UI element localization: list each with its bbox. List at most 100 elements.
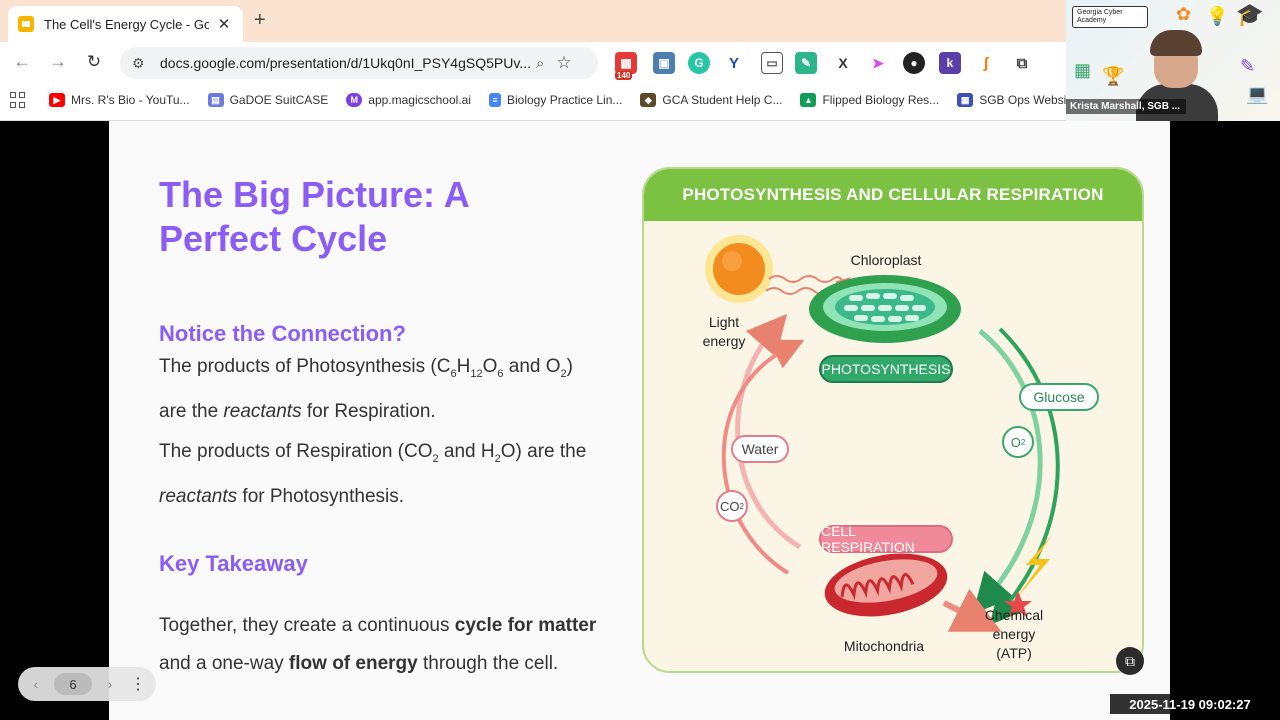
paragraph-respiration-products: The products of Respiration (CO2 and H2O… — [159, 433, 619, 516]
text-span: CO — [720, 498, 740, 514]
cell-respiration-label: CELL RESPIRATION — [819, 523, 953, 555]
subscript: 12 — [470, 367, 483, 380]
emphasis-text: reactants — [223, 400, 302, 422]
previous-slide-icon[interactable]: ‹ — [33, 676, 39, 692]
webcam-overlay: Georgia Cyber Academy ✿ 💡 🎓 ▦ 🏆 ✎ 💻 Kris… — [1066, 0, 1280, 121]
site-info-icon[interactable]: ⚙ — [132, 54, 145, 71]
chloroplast-icon — [809, 275, 961, 343]
browser-toolbar: ← → ↻ ⚙ docs.google.com/presentation/d/1… — [0, 42, 1066, 84]
extension-badge: 140 — [615, 71, 633, 80]
photosynthesis-label: PHOTOSYNTHESIS — [819, 355, 953, 383]
briefcase-icon: ▤ — [207, 93, 224, 107]
subscript: 2 — [494, 452, 501, 465]
kami-extension-icon[interactable]: k — [939, 52, 961, 74]
bookmarks-bar: ▶Mrs. R's Bio - YouTu... ▤ GaDOE SuitCASE… — [0, 84, 1076, 116]
bookmark-item[interactable]: ▲ Flipped Biology Res... — [800, 93, 939, 107]
bookmark-item[interactable]: ▤ GaDOE SuitCASE — [207, 93, 329, 107]
arrow-extension-icon[interactable]: ➤ — [867, 52, 889, 74]
back-button[interactable]: ← — [13, 52, 31, 71]
presentation-stage: The Big Picture: A Perfect Cycle Notice … — [0, 121, 1280, 720]
x-extension-icon[interactable]: X — [832, 52, 854, 74]
sites-icon: ▦ — [957, 93, 974, 107]
mitochondria-icon — [824, 553, 948, 617]
cast-extension-icon[interactable]: ▭ — [761, 52, 783, 74]
emphasis-text: reactants — [159, 485, 238, 507]
light-ray — [768, 275, 851, 295]
text-span: and a one-way — [159, 653, 289, 674]
laptop-icon: 💻 — [1246, 84, 1269, 104]
zoom-icon[interactable]: ⌕ — [536, 54, 545, 72]
grammarly-extension-icon[interactable]: G — [688, 52, 710, 74]
exit-fullscreen-icon[interactable]: ⧉ — [1116, 647, 1144, 675]
presenter-hair — [1150, 30, 1202, 56]
new-tab-button[interactable]: + — [254, 9, 266, 31]
trophy-icon: 🏆 — [1102, 66, 1125, 86]
subscript: 2 — [560, 367, 567, 380]
url-text[interactable]: docs.google.com/presentation/d/1Ukq0nI_P… — [160, 55, 530, 71]
reload-button[interactable]: ↻ — [86, 52, 102, 71]
takeaway-heading: Key Takeaway — [159, 551, 308, 576]
bold-text: cycle for matter — [454, 615, 597, 636]
pencil-icon: ✎ — [1240, 56, 1256, 76]
text-span: O — [1010, 434, 1021, 450]
bookmark-label: SGB Ops Website — [979, 93, 1077, 107]
slide-number-field[interactable]: 6 — [54, 673, 92, 695]
chemical-energy-label: Chemical energy (ATP) — [984, 607, 1044, 661]
bookmark-item[interactable]: ▦ SGB Ops Website — [957, 93, 1076, 107]
bookmark-item[interactable]: ◆GCA Student Help C... — [640, 93, 782, 107]
text-span: Together, they create a continuous — [159, 615, 455, 636]
energy-arrow — [942, 588, 1002, 632]
diagram-header: PHOTOSYNTHESIS AND CELLULAR RESPIRATION — [644, 169, 1142, 221]
drive-icon: ▲ — [800, 93, 817, 107]
subscript: 6 — [450, 367, 457, 380]
active-tab[interactable]: The Cell's Energy Cycle - Googl ✕ — [8, 6, 243, 42]
bookmark-item[interactable]: ▶Mrs. R's Bio - YouTu... — [49, 93, 190, 107]
text-span: for Respiration. — [301, 400, 436, 422]
bookmark-item[interactable]: ≡ Biology Practice Lin... — [489, 93, 622, 107]
text-span: H — [456, 356, 471, 377]
notes-extension-icon[interactable]: ✎ — [795, 52, 817, 74]
next-slide-icon[interactable]: › — [107, 676, 113, 692]
text-span: O) are the — [500, 441, 587, 462]
bookmark-label: Flipped Biology Res... — [822, 93, 940, 107]
text-span: and O — [503, 356, 561, 377]
forward-button[interactable]: → — [49, 52, 67, 71]
tab-close-icon[interactable]: ✕ — [217, 16, 231, 33]
extensions-puzzle-icon[interactable]: ⧉ — [1011, 52, 1033, 74]
light-energy-label: Light energy — [702, 314, 746, 349]
address-bar[interactable]: ⚙ docs.google.com/presentation/d/1Ukq0nI… — [120, 47, 598, 79]
text-span: The products of Respiration (CO — [159, 441, 433, 462]
glucose-label: Glucose — [1019, 383, 1099, 411]
lightbulb-icon: 💡 — [1206, 6, 1229, 26]
text-span: and H — [438, 441, 495, 462]
vpn-extension-icon[interactable]: Y — [723, 52, 745, 74]
docs-icon: ≡ — [489, 93, 501, 107]
record-extension-icon[interactable]: ● — [903, 52, 925, 74]
notice-heading: Notice the Connection? — [159, 321, 406, 346]
co2-arrow — [721, 339, 805, 575]
more-options-icon[interactable]: ⋮ — [130, 676, 146, 693]
calendar-extension-icon[interactable]: ▦140 — [615, 52, 637, 80]
slide-pager: ‹ 6 › ⋮ — [18, 667, 156, 701]
gca-cap-icon: 🎓 — [1236, 2, 1264, 27]
bookmark-label: app.magicschool.ai — [368, 93, 471, 107]
bookmark-star-icon[interactable]: ☆ — [556, 53, 572, 72]
bookmark-label: GaDOE SuitCASE — [229, 93, 329, 107]
subscript: 2 — [432, 452, 439, 465]
magicschool-icon: M — [346, 93, 363, 107]
bookmark-label: Biology Practice Lin... — [507, 93, 623, 107]
diagram-graphics — [705, 235, 1060, 632]
text-span: The products of Photosynthesis (C — [159, 356, 451, 377]
apps-grid-icon[interactable] — [10, 92, 25, 108]
bookmark-label: Mrs. R's Bio - YouTu... — [71, 93, 190, 107]
screenshot-extension-icon[interactable]: ▣ — [653, 52, 675, 74]
hook-extension-icon[interactable]: ʃ — [975, 52, 997, 74]
text-span: through the cell. — [417, 653, 559, 674]
sun-icon — [705, 235, 773, 303]
text-span: ) — [566, 356, 573, 377]
subscript: 2 — [1020, 437, 1026, 447]
tab-title: The Cell's Energy Cycle - Googl — [44, 16, 209, 32]
